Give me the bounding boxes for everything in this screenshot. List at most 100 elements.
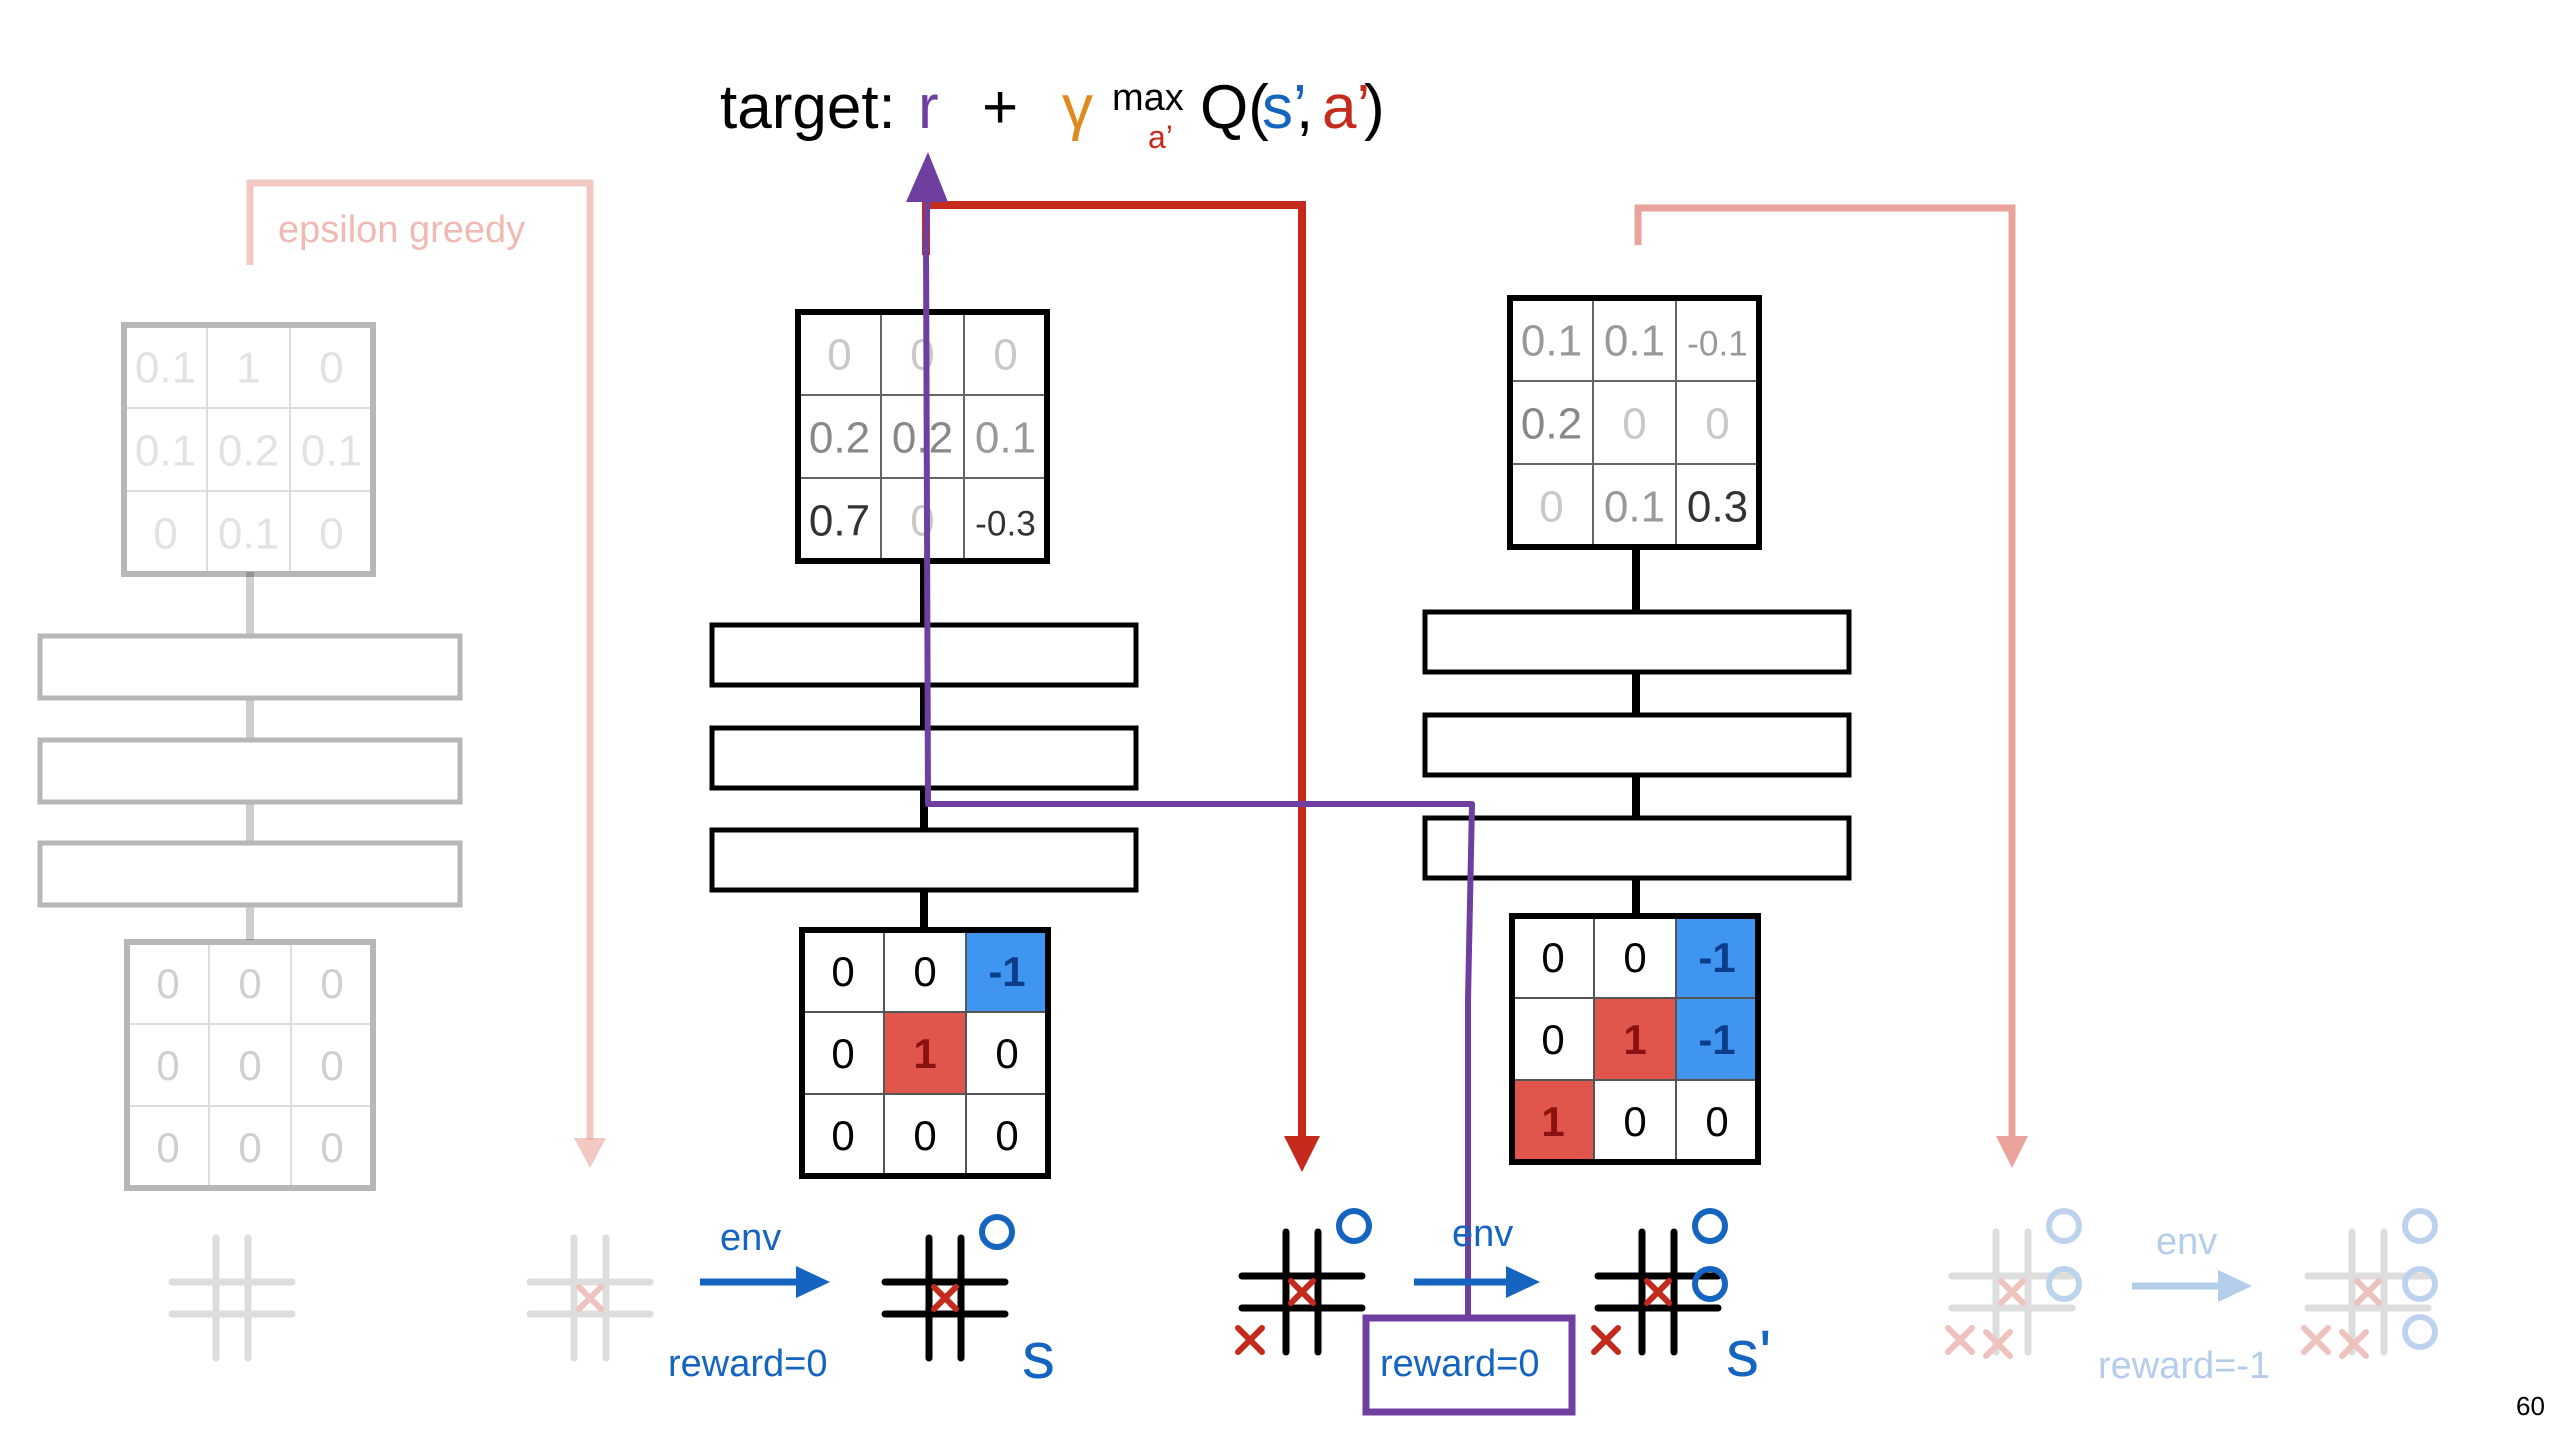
reward-label-1: reward=0 xyxy=(668,1343,827,1385)
grid-cell xyxy=(1592,463,1677,548)
x-mark xyxy=(1945,1325,1975,1355)
x-mark xyxy=(931,1284,959,1312)
x-mark xyxy=(1983,1329,2013,1359)
x-mark xyxy=(2339,1329,2369,1359)
grid-cell-value: 0 xyxy=(995,1030,1018,1077)
grid-cell-value: 0 xyxy=(993,330,1017,379)
x-mark xyxy=(1945,1325,1975,1355)
grid-cell-value: 0 xyxy=(156,1042,179,1089)
grid-cell-value: 0.1 xyxy=(1604,316,1665,365)
grid-cell-value: 0 xyxy=(995,1112,1018,1159)
grid-cell-value: -1 xyxy=(988,948,1025,995)
left-layer-2 xyxy=(37,737,463,805)
page-number: 60 xyxy=(2516,1391,2545,1421)
o-mark xyxy=(1692,1266,1728,1302)
x-mark xyxy=(1945,1325,1975,1355)
o-mark xyxy=(2402,1266,2438,1302)
env-transition-3: env reward=-1 xyxy=(2098,1221,2270,1387)
right-layer-2 xyxy=(1422,712,1852,778)
board-final xyxy=(2301,1208,2438,1359)
grid-border xyxy=(1509,913,1761,1165)
grid-cell-value: 0.2 xyxy=(809,413,870,462)
grid-cell-value: 0 xyxy=(910,330,934,379)
grid-cell xyxy=(206,324,291,409)
grid-cell-value: 0 xyxy=(831,1030,854,1077)
grid-cell xyxy=(126,1023,210,1107)
board-state-s-prime xyxy=(1591,1208,1728,1356)
board-next-action xyxy=(1945,1208,2082,1359)
x-mark xyxy=(576,1284,604,1312)
grid-cell xyxy=(289,407,374,492)
grid-cell xyxy=(208,1023,292,1107)
grid-cell-value: -0.1 xyxy=(1687,324,1748,363)
formula-target-label: target: xyxy=(720,73,896,142)
formula-a-prime: a’ xyxy=(1322,73,1370,142)
middle-network xyxy=(709,560,1139,930)
x-mark xyxy=(2339,1329,2369,1359)
x-mark xyxy=(2301,1325,2331,1355)
formula-plus: + xyxy=(982,73,1018,142)
grid-cell xyxy=(208,941,292,1025)
x-mark xyxy=(2301,1325,2331,1355)
grid-cell xyxy=(126,941,210,1025)
grid-cell xyxy=(208,1105,292,1189)
left-layer-3 xyxy=(37,840,463,908)
grid-cell xyxy=(801,1011,885,1095)
grid-cell-value: -1 xyxy=(1698,1016,1735,1063)
grid-cell xyxy=(123,407,208,492)
x-mark xyxy=(1998,1278,2026,1306)
grid-cell-value: 0.1 xyxy=(1521,316,1582,365)
grid-cell-value: 0.1 xyxy=(301,426,362,475)
x-mark xyxy=(1945,1325,1975,1355)
o-mark xyxy=(2402,1314,2438,1350)
grid-cell-value: 0.1 xyxy=(135,343,196,392)
grid-cell-value: 0 xyxy=(910,496,934,545)
grid-border xyxy=(1507,295,1762,550)
grid-border xyxy=(121,322,376,577)
formula-q-open: Q( xyxy=(1200,73,1269,142)
env-transition-1: env reward=0 xyxy=(668,1217,830,1385)
grid-cell-value: 0.2 xyxy=(1521,399,1582,448)
epsilon-greedy-arrow: epsilon greedy xyxy=(246,179,606,1168)
grid-cell xyxy=(290,941,374,1025)
reward-path xyxy=(906,152,1576,1416)
board-after-x xyxy=(526,1234,654,1362)
grid-cell xyxy=(290,1105,374,1189)
grid-cell-value: 0 xyxy=(1541,1016,1564,1063)
left-network xyxy=(37,572,463,940)
grid-cell-value: 0.1 xyxy=(218,509,279,558)
grid-cell-value: 0 xyxy=(913,1112,936,1159)
next-action-arrow xyxy=(1634,204,2028,1168)
grid-cell-value: 0 xyxy=(156,1124,179,1171)
grid-cell xyxy=(883,1011,967,1095)
right-layer-3 xyxy=(1422,815,1852,881)
x-mark xyxy=(2354,1278,2382,1306)
o-mark xyxy=(1336,1208,1372,1244)
grid-cell-value: 0 xyxy=(1539,482,1563,531)
reward-label-2: reward=0 xyxy=(1380,1343,1539,1385)
grid-cell-value: 0 xyxy=(320,1124,343,1171)
grid-cell xyxy=(289,490,374,575)
grid-cell xyxy=(1593,1079,1677,1163)
grid-cell-value: 1 xyxy=(913,1030,936,1077)
middle-layer-2 xyxy=(709,725,1139,791)
grid-cell-value: 0.1 xyxy=(975,413,1036,462)
grid-cell-value: 0.1 xyxy=(135,426,196,475)
board-empty xyxy=(168,1234,296,1362)
grid-cell-value: 0 xyxy=(238,1124,261,1171)
formula-gamma: γ xyxy=(1062,73,1093,142)
grid-cell xyxy=(126,1105,210,1189)
grid-cell-value: 0 xyxy=(827,330,851,379)
grid-border xyxy=(124,939,376,1191)
board-state-s xyxy=(881,1214,1015,1362)
middle-layer-1 xyxy=(709,622,1139,688)
grid-cell-value: 0.3 xyxy=(1687,482,1748,531)
grid-cell-value: 0 xyxy=(238,960,261,1007)
o-mark xyxy=(979,1214,1015,1250)
state-label-s: s xyxy=(1022,1318,1055,1392)
grid-cell-value: 0.2 xyxy=(892,413,953,462)
